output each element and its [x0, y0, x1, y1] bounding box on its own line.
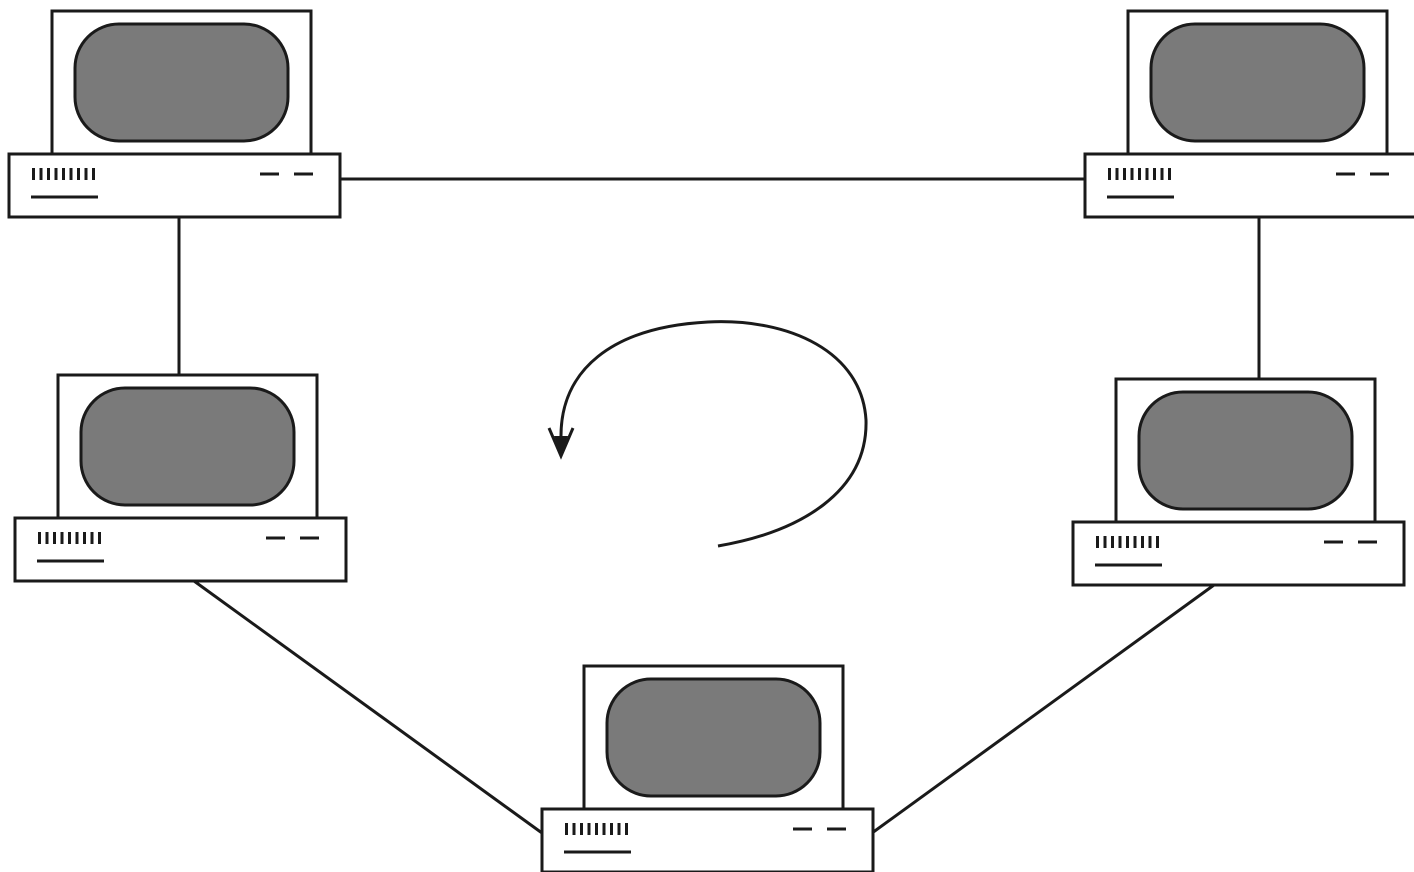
vent-slot [68, 532, 71, 544]
vent-slot [1103, 536, 1107, 548]
vent-slot [90, 532, 94, 544]
vent-slot [92, 168, 95, 180]
arrowhead-fill [554, 436, 568, 454]
system-unit [1071, 520, 1406, 587]
vent-slot [54, 168, 58, 180]
vent-slot [38, 532, 41, 544]
system-unit [13, 516, 348, 583]
link-middle-left-to-bottom [193, 579, 543, 835]
circular-arrow-icon [547, 320, 868, 548]
monitor-screen [73, 22, 290, 143]
vent-slot [1160, 168, 1164, 180]
circular-arrow-path [559, 320, 868, 548]
vent-slot [39, 168, 43, 180]
vent-slot [1123, 168, 1126, 180]
vent-slot [98, 532, 101, 544]
vent-slot [1111, 536, 1114, 548]
network-links [177, 177, 1261, 835]
vent-slot [565, 823, 568, 835]
vent-slot [1096, 536, 1099, 548]
link-middle-right-to-bottom [871, 583, 1215, 835]
vent-slot [1153, 168, 1156, 180]
vent-slot [602, 823, 606, 835]
vent-slot [595, 823, 598, 835]
vent-slot [572, 823, 576, 835]
computer-node-middle-left [13, 373, 348, 583]
flow-direction [547, 320, 868, 548]
system-unit [540, 807, 875, 872]
computer-node-bottom [540, 664, 875, 872]
vent-slot [1156, 536, 1159, 548]
vent-slot [1168, 168, 1171, 180]
vent-slot [62, 168, 65, 180]
vent-slot [47, 168, 50, 180]
vent-slot [1108, 168, 1111, 180]
vent-slot [1133, 536, 1137, 548]
vent-slot [1145, 168, 1149, 180]
arrowhead [547, 427, 575, 460]
vent-slot [32, 168, 35, 180]
monitor-screen [605, 677, 822, 798]
vent-slot [1138, 168, 1141, 180]
computer-node-middle-right [1071, 377, 1406, 587]
vent-slot [53, 532, 56, 544]
vent-slot [1148, 536, 1152, 548]
computer-node-top-left [7, 9, 342, 219]
vent-slot [610, 823, 613, 835]
vent-slot [1126, 536, 1129, 548]
system-unit [7, 152, 342, 219]
monitor-screen [1149, 22, 1366, 143]
monitor-screen [79, 386, 296, 507]
vent-slot [1130, 168, 1134, 180]
vent-slot [1141, 536, 1144, 548]
monitor-screen [1137, 390, 1354, 511]
vent-slot [617, 823, 621, 835]
vent-slot [60, 532, 64, 544]
vent-slot [45, 532, 49, 544]
vent-slot [83, 532, 86, 544]
vent-slot [75, 532, 79, 544]
vent-slot [1115, 168, 1119, 180]
computer-node-top-right [1083, 9, 1414, 219]
vent-slot [69, 168, 73, 180]
vent-slot [625, 823, 628, 835]
system-unit [1083, 152, 1414, 219]
vent-slot [84, 168, 88, 180]
vent-slot [77, 168, 80, 180]
vent-slot [587, 823, 591, 835]
vent-slot [580, 823, 583, 835]
network-nodes [7, 9, 1414, 872]
vent-slot [1118, 536, 1122, 548]
